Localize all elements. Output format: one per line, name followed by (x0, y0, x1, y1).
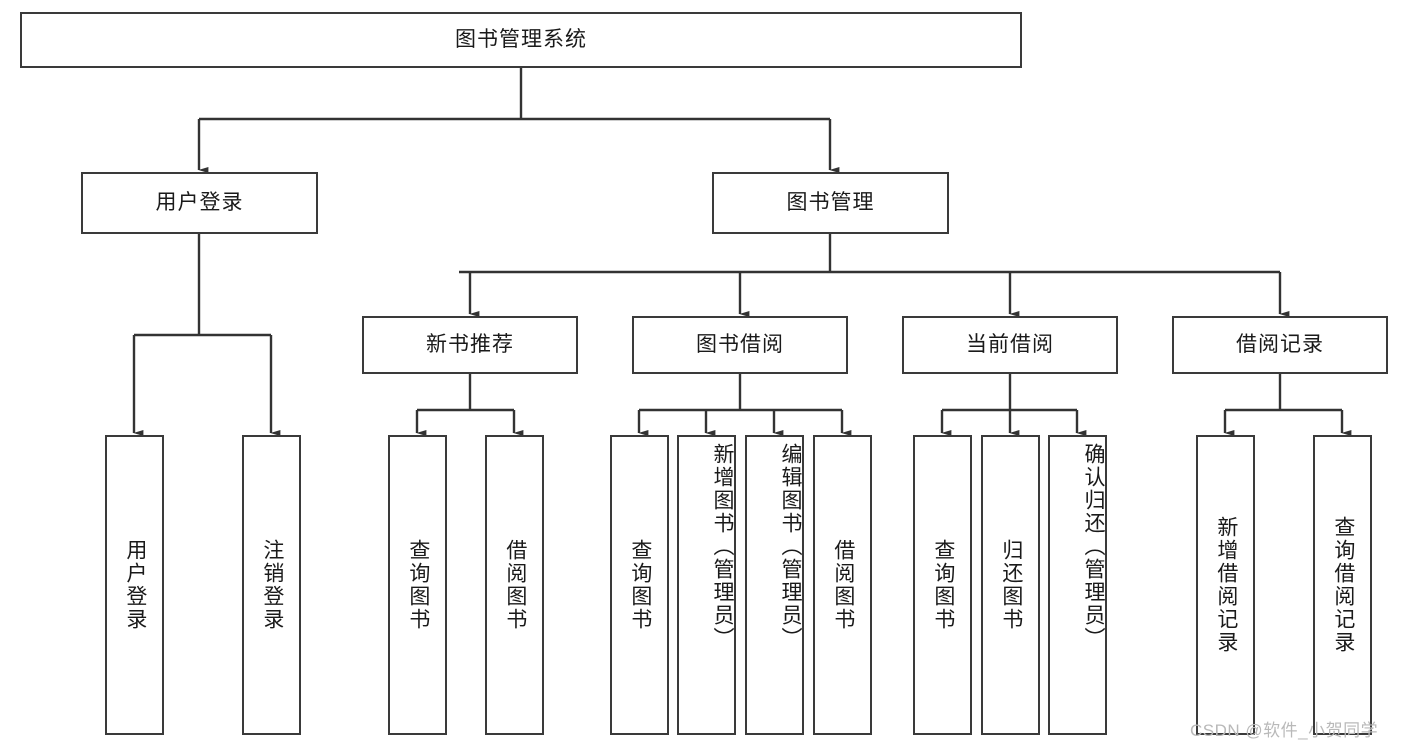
leaf-node-label: 借阅图书 (831, 539, 855, 631)
leaf-node-label: 确认归还（管理员） (1082, 443, 1105, 650)
level3-node-label: 借阅记录 (1236, 333, 1324, 357)
level3-node-2[interactable]: 当前借阅 (902, 316, 1118, 374)
leaf-node-label: 借阅图书 (503, 539, 527, 631)
level2-node-0[interactable]: 用户登录 (81, 172, 318, 234)
leaf-node-8[interactable]: 查询图书 (913, 435, 972, 735)
level3-node-label: 当前借阅 (966, 333, 1054, 357)
leaf-node-3[interactable]: 借阅图书 (485, 435, 544, 735)
leaf-node-6[interactable]: 编辑图书（管理员） (745, 435, 804, 735)
leaf-node-label: 编辑图书（管理员） (779, 443, 802, 650)
level3-node-label: 新书推荐 (426, 333, 514, 357)
leaf-node-label: 新增借阅记录 (1214, 516, 1238, 654)
level2-node-1[interactable]: 图书管理 (712, 172, 949, 234)
leaf-node-11[interactable]: 新增借阅记录 (1196, 435, 1255, 735)
leaf-node-7[interactable]: 借阅图书 (813, 435, 872, 735)
level3-node-label: 图书借阅 (696, 333, 784, 357)
leaf-node-10[interactable]: 确认归还（管理员） (1048, 435, 1107, 735)
leaf-node-label: 用户登录 (123, 539, 147, 631)
leaf-node-label: 查询图书 (406, 539, 430, 631)
leaf-node-label: 查询图书 (628, 539, 652, 631)
leaf-node-label: 注销登录 (260, 539, 284, 631)
leaf-node-label: 查询借阅记录 (1331, 516, 1355, 654)
leaf-node-label: 归还图书 (999, 539, 1023, 631)
leaf-node-0[interactable]: 用户登录 (105, 435, 164, 735)
leaf-node-9[interactable]: 归还图书 (981, 435, 1040, 735)
level2-node-label: 用户登录 (155, 191, 244, 215)
level3-node-3[interactable]: 借阅记录 (1172, 316, 1388, 374)
level3-node-0[interactable]: 新书推荐 (362, 316, 578, 374)
leaf-node-5[interactable]: 新增图书（管理员） (677, 435, 736, 735)
leaf-node-1[interactable]: 注销登录 (242, 435, 301, 735)
leaf-node-12[interactable]: 查询借阅记录 (1313, 435, 1372, 735)
level2-node-label: 图书管理 (786, 191, 875, 215)
leaf-node-4[interactable]: 查询图书 (610, 435, 669, 735)
leaf-node-label: 新增图书（管理员） (711, 443, 734, 650)
leaf-node-2[interactable]: 查询图书 (388, 435, 447, 735)
level3-node-1[interactable]: 图书借阅 (632, 316, 848, 374)
root-node-label: 图书管理系统 (455, 28, 587, 52)
root-node-0[interactable]: 图书管理系统 (20, 12, 1022, 68)
leaf-node-label: 查询图书 (931, 539, 955, 631)
